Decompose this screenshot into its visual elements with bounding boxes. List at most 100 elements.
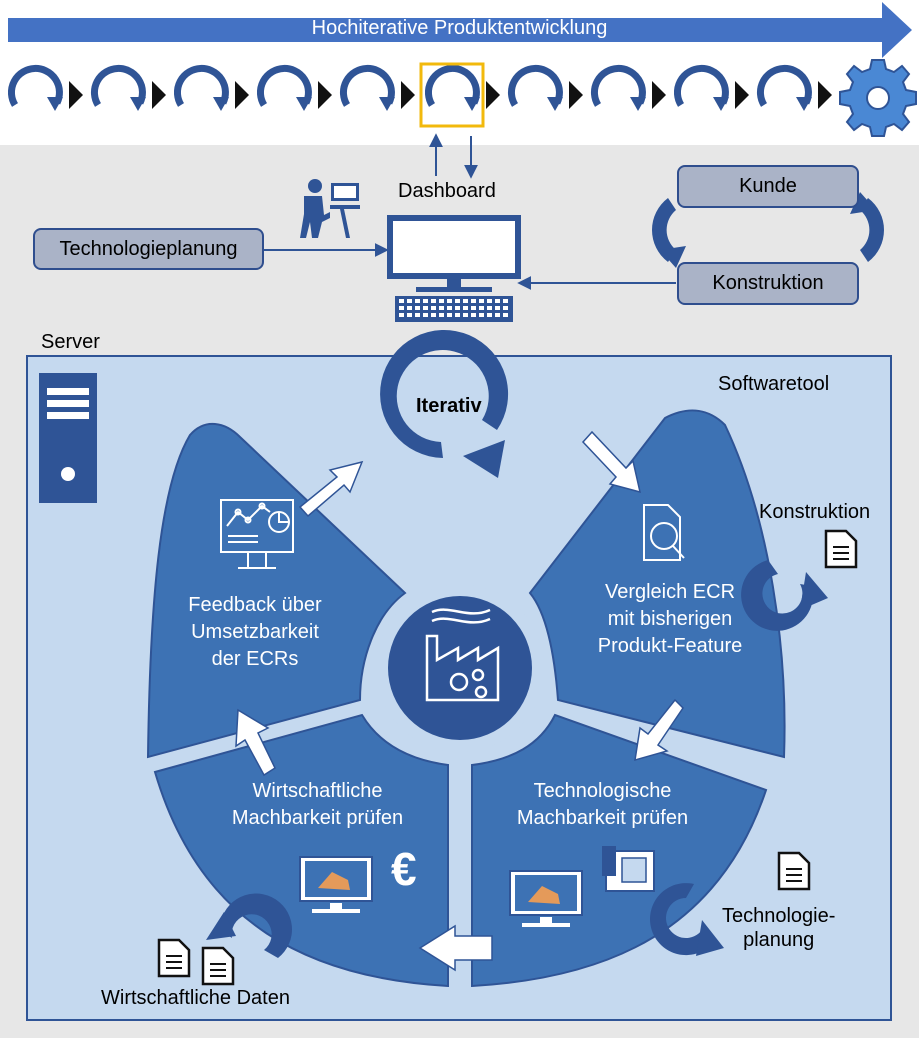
segment-wirtschaftlich-label: Wirtschaftliche Machbarkeit prüfen bbox=[231, 780, 404, 829]
technologieplanung-side-label: Technologie- planung bbox=[722, 905, 836, 951]
arrow-feedback-to-top bbox=[298, 460, 364, 518]
iteration-cycle-icon bbox=[507, 64, 563, 107]
gear-icon bbox=[839, 59, 917, 137]
step-chevron-icon bbox=[152, 81, 166, 109]
keyboard-key bbox=[471, 299, 476, 303]
iteration-cycle-icon bbox=[256, 64, 312, 107]
factory-icon bbox=[425, 608, 500, 702]
keyboard-key bbox=[415, 299, 420, 303]
keyboard-key bbox=[447, 306, 452, 310]
iteration-cycle-icon bbox=[424, 64, 480, 107]
current-iteration-highlight bbox=[419, 62, 485, 128]
keyboard-key bbox=[503, 299, 508, 303]
keyboard-icon bbox=[395, 296, 513, 322]
keyboard-key bbox=[471, 313, 476, 317]
document-icons bbox=[157, 529, 858, 986]
document-icon bbox=[201, 946, 235, 986]
document-icon bbox=[157, 938, 191, 978]
keyboard-key bbox=[503, 306, 508, 310]
keyboard-key bbox=[455, 299, 460, 303]
iteration-cycle-arrowhead bbox=[296, 97, 312, 111]
arrow-wirtschaftlich-to-feedback bbox=[235, 708, 276, 777]
server-icon bbox=[39, 373, 97, 503]
keyboard-key bbox=[463, 306, 468, 310]
segment-feedback bbox=[146, 422, 407, 759]
iteration-cycle-icon bbox=[90, 64, 146, 107]
segment-technologisch-label: Technologische Machbarkeit prüfen bbox=[516, 780, 689, 829]
arrow-top-to-vergleich bbox=[581, 430, 642, 494]
technologieplanung-box: Technologieplanung bbox=[33, 228, 264, 270]
iteration-cycle-arrowhead bbox=[464, 97, 480, 111]
segment-transition-arrows bbox=[235, 430, 684, 972]
dashboard-label: Dashboard bbox=[398, 180, 496, 202]
keyboard-key bbox=[471, 306, 476, 310]
keyboard-key bbox=[487, 306, 492, 310]
keyboard-key bbox=[423, 299, 428, 303]
keyboard-key bbox=[423, 306, 428, 310]
keyboard-key bbox=[423, 313, 428, 317]
keyboard-key bbox=[495, 299, 500, 303]
keyboard-key bbox=[415, 313, 420, 317]
machine-tool-icon bbox=[602, 846, 655, 892]
iteration-cycle-arrowhead bbox=[630, 97, 646, 111]
segment-feedback-label: Feedback über Umsetzbarkeit der ECRs bbox=[188, 594, 322, 670]
step-chevron-icon bbox=[69, 81, 83, 109]
keyboard-key bbox=[415, 306, 420, 310]
kunde-konstruktion-cycle-arrows bbox=[652, 192, 884, 268]
cad-monitor-icon-left bbox=[299, 856, 373, 913]
keyboard-key bbox=[439, 313, 444, 317]
iteration-cycle-icon bbox=[756, 64, 812, 107]
keyboard-key bbox=[431, 306, 436, 310]
document-icon bbox=[824, 529, 858, 569]
step-chevron-icon bbox=[652, 81, 666, 109]
segment-wirtschaftlich bbox=[153, 713, 449, 988]
keyboard-key bbox=[463, 313, 468, 317]
keyboard-key bbox=[431, 313, 436, 317]
iteration-cycle-arrowhead bbox=[796, 97, 812, 111]
konstruktion-box: Konstruktion bbox=[677, 262, 859, 305]
step-chevron-icon bbox=[318, 81, 332, 109]
keyboard-key bbox=[447, 299, 452, 303]
keyboard-key bbox=[503, 313, 508, 317]
keyboard-key bbox=[455, 306, 460, 310]
keyboard-key bbox=[479, 313, 484, 317]
step-chevron-icon bbox=[401, 81, 415, 109]
keyboard-key bbox=[479, 306, 484, 310]
step-chevron-icon bbox=[569, 81, 583, 109]
keyboard-key bbox=[399, 313, 404, 317]
keyboard-key bbox=[431, 299, 436, 303]
iteration-cycle-arrowhead bbox=[130, 97, 146, 111]
presentation-chart-icon bbox=[220, 499, 294, 569]
keyboard-key bbox=[447, 313, 452, 317]
step-chevron-icon bbox=[818, 81, 832, 109]
keyboard-key bbox=[487, 299, 492, 303]
iteration-cycle-arrowhead bbox=[713, 97, 729, 111]
iteration-cycle-icon bbox=[173, 64, 229, 107]
iterativ-cycle-arrow bbox=[380, 330, 509, 478]
keyboard-key bbox=[407, 313, 412, 317]
keyboard-key bbox=[399, 306, 404, 310]
top-progress-arrow bbox=[8, 2, 912, 58]
document-icon bbox=[777, 851, 811, 891]
konstruktion-cycle-arrow bbox=[741, 560, 828, 631]
segment-vergleich-label: Vergleich ECR mit bisherigen Produkt-Fea… bbox=[597, 581, 743, 657]
iteration-cycle-icon bbox=[339, 64, 395, 107]
iteration-cycle-icon bbox=[673, 64, 729, 107]
keyboard-key bbox=[479, 299, 484, 303]
keyboard-key bbox=[495, 313, 500, 317]
keyboard-key bbox=[487, 313, 492, 317]
iteration-cycle-arrowhead bbox=[379, 97, 395, 111]
iteration-cycle-arrowhead bbox=[47, 97, 63, 111]
keyboard-key bbox=[495, 306, 500, 310]
computer-monitor-icon bbox=[387, 215, 521, 322]
softwaretool-label: Softwaretool bbox=[718, 373, 830, 395]
keyboard-key bbox=[399, 299, 404, 303]
iteration-cycle-arrowhead bbox=[213, 97, 229, 111]
worker-icon bbox=[300, 179, 360, 238]
segment-vergleich bbox=[528, 409, 786, 759]
iteration-cycles-row bbox=[7, 64, 832, 111]
keyboard-key bbox=[463, 299, 468, 303]
keyboard-key bbox=[439, 299, 444, 303]
server-label: Server bbox=[41, 331, 100, 353]
technologieplanung-cycle-arrow bbox=[650, 883, 724, 956]
